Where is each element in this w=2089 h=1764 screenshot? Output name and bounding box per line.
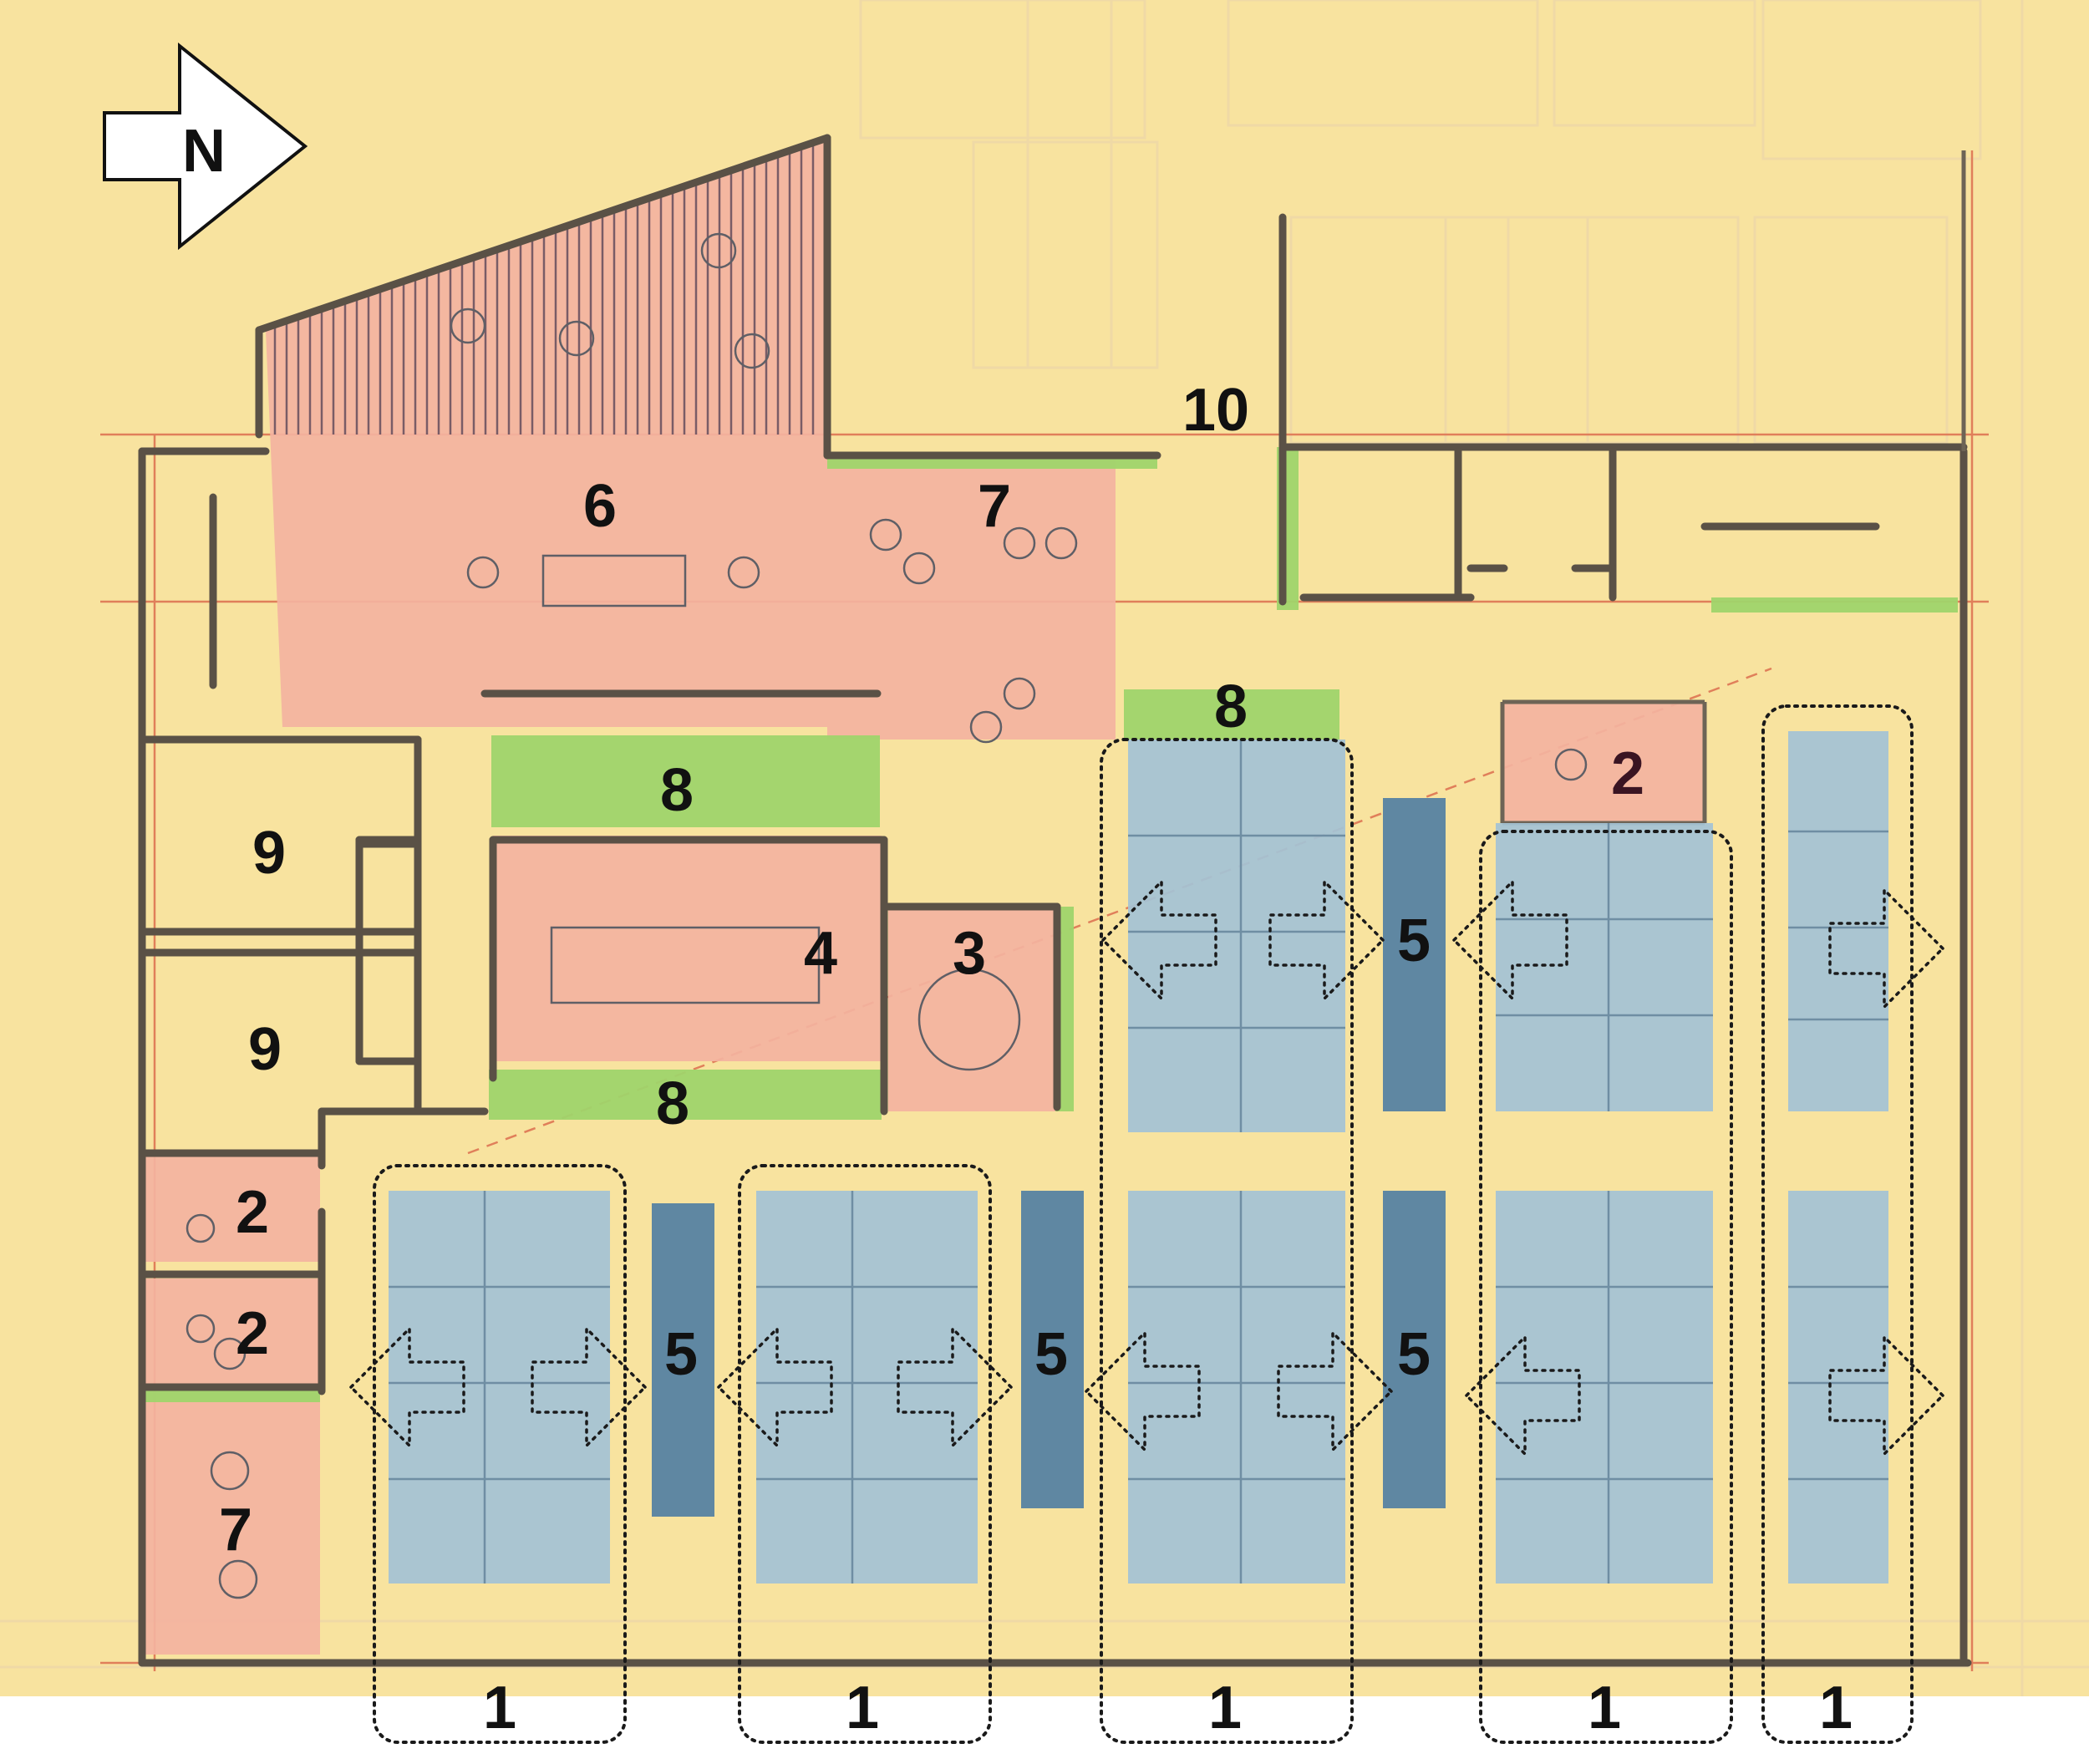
zone-label-open-office: 1	[1819, 1675, 1853, 1741]
neighborhood-outlines	[373, 704, 1914, 1744]
storage-unit	[1383, 798, 1446, 1111]
storage-units	[652, 798, 1446, 1517]
zone-labels: 6 7 10 8 8 8 9 9 4 3 2 2 2 7 5 5 5 5 5 1…	[219, 377, 1853, 1741]
zone-label-conference: 4	[804, 920, 837, 987]
zone-label-existing: 10	[1182, 377, 1249, 444]
neighborhood-outline	[1100, 738, 1354, 1744]
walls	[138, 134, 1972, 1667]
storage-unit	[1383, 1191, 1446, 1508]
workstation-block	[1788, 1191, 1888, 1584]
circulation-arrows	[348, 877, 1945, 1458]
zone-label-storage: 5	[1397, 1321, 1431, 1388]
terrace-hatching	[266, 138, 827, 435]
zone-label-open-office: 1	[1208, 1675, 1242, 1741]
workstation-block	[389, 1191, 610, 1584]
zone-label-open-office: 1	[483, 1675, 516, 1741]
zone-label-open-office: 1	[1588, 1675, 1621, 1741]
workstation-block	[1128, 1191, 1345, 1584]
neighborhood-outline	[1761, 704, 1914, 1744]
neighborhood-outline	[738, 1164, 992, 1744]
storage-unit	[652, 1203, 714, 1517]
zone-label-private-office: 2	[236, 1300, 269, 1367]
zone-label-lounge: 7	[219, 1497, 252, 1563]
zone-label-storage: 5	[1397, 907, 1431, 974]
zone-label-buffer: 8	[660, 757, 694, 824]
workstations	[389, 731, 1888, 1584]
storage-unit	[1021, 1191, 1084, 1508]
zone-label-lounge: 7	[978, 473, 1011, 540]
zone-label-terrace: 6	[583, 473, 617, 540]
circulation-arrows-icon	[1464, 1333, 1581, 1458]
zone-label-open-office: 1	[846, 1675, 879, 1741]
neighborhood-outline	[1479, 830, 1733, 1744]
zone-label-private-office: 2	[1611, 740, 1644, 807]
zone-label-storage: 5	[1034, 1321, 1068, 1388]
circulation-arrows-icon	[1084, 1329, 1201, 1454]
workstation-block	[1496, 1191, 1713, 1584]
circulation-arrows-icon	[716, 1324, 833, 1450]
zone-label-storage: 5	[664, 1321, 698, 1388]
zone-label-small-meeting: 3	[953, 920, 986, 987]
zone-label-support: 9	[248, 1016, 282, 1083]
north-label: N	[182, 118, 226, 185]
north-arrow-icon: N	[103, 42, 308, 251]
zone-label-private-office: 2	[236, 1179, 269, 1246]
zone-label-buffer: 8	[1214, 674, 1248, 740]
workstation-block	[1496, 823, 1713, 1111]
zone-label-buffer: 8	[656, 1070, 689, 1137]
furniture	[186, 232, 1588, 1599]
existing-building-linework	[0, 0, 2089, 1696]
circulation-arrows-icon	[1828, 1333, 1945, 1458]
zone-label-support: 9	[252, 820, 286, 887]
workstation-block	[1128, 740, 1345, 1132]
workstation-block	[1788, 731, 1888, 1111]
neighborhood-outline	[373, 1164, 627, 1744]
circulation-arrows-icon	[348, 1324, 465, 1450]
workstation-block	[756, 1191, 978, 1584]
